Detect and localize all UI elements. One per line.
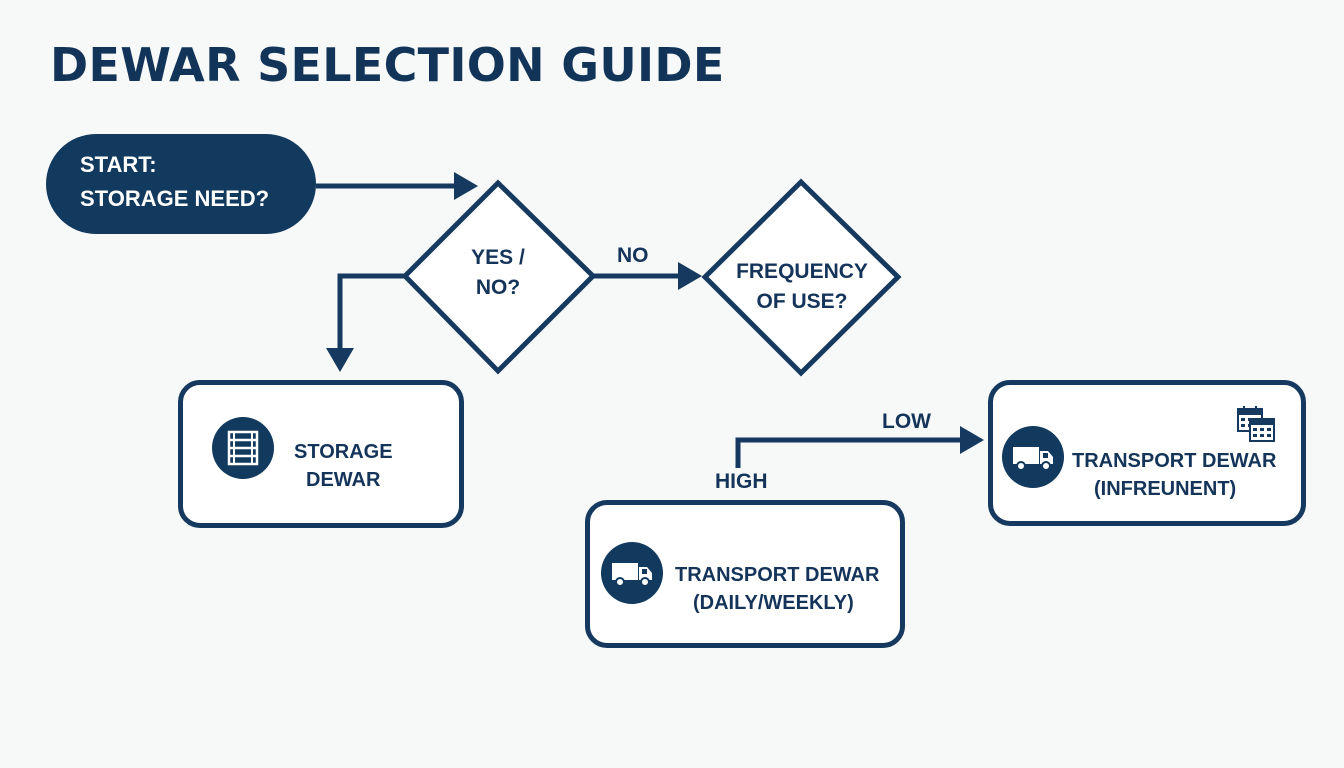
calendar-icon: [1237, 406, 1275, 442]
decision-frequency-line1: FREQUENCY: [736, 260, 868, 283]
result-transport-infrequent: [988, 380, 1306, 526]
result-storage-line2: DEWAR: [306, 469, 381, 491]
decision-storage-line2: NO?: [475, 276, 521, 299]
decision-storage-text: YES / NO?: [448, 243, 548, 303]
result-transport-daily-line2: (DAILY/WEEKLY): [693, 592, 854, 614]
truck-icon: [601, 542, 663, 604]
result-transport-daily-text: TRANSPORT DEWAR (DAILY/WEEKLY): [675, 561, 879, 617]
start-question: STORAGE NEED?: [80, 186, 270, 211]
start-node: [46, 134, 316, 234]
result-transport-daily-line1: TRANSPORT DEWAR: [675, 564, 880, 586]
result-transport-infrequent-line2: (INFREUNENT): [1094, 478, 1237, 500]
result-storage-dewar: [178, 380, 464, 528]
connector-high-to-low: [735, 437, 962, 468]
arrowhead-start-to-decision: [454, 172, 478, 200]
start-node-text: START: STORAGE NEED?: [80, 148, 269, 216]
edge-label-high: HIGH: [715, 470, 768, 493]
decision-frequency-line2: OF USE?: [756, 290, 848, 313]
arrowhead-to-transport-infrequent: [960, 426, 984, 454]
edge-label-low: LOW: [882, 410, 931, 433]
truck-icon: [1002, 426, 1064, 488]
page-title: DEWAR SELECTION GUIDE: [50, 38, 725, 92]
edge-label-no: NO: [617, 244, 649, 267]
decision-frequency-diamond: [701, 178, 902, 377]
decision-storage-line1: YES /: [471, 246, 525, 269]
arrowhead-decision-to-frequency: [678, 262, 702, 290]
result-storage-text: STORAGE DEWAR: [294, 438, 393, 494]
result-transport-infrequent-line1: TRANSPORT DEWAR: [1072, 450, 1277, 472]
start-label: START:: [80, 152, 157, 177]
result-transport-infrequent-text: TRANSPORT DEWAR (INFREUNENT): [1072, 447, 1276, 503]
decision-storage-diamond: [401, 179, 597, 375]
connector-decision-to-storage: [337, 273, 405, 352]
decision-frequency-text: FREQUENCY OF USE?: [727, 257, 877, 317]
arrowhead-decision-to-storage: [326, 348, 354, 372]
result-transport-daily: [585, 500, 905, 648]
storage-rack-icon: [212, 417, 274, 479]
result-storage-line1: STORAGE: [294, 441, 393, 463]
